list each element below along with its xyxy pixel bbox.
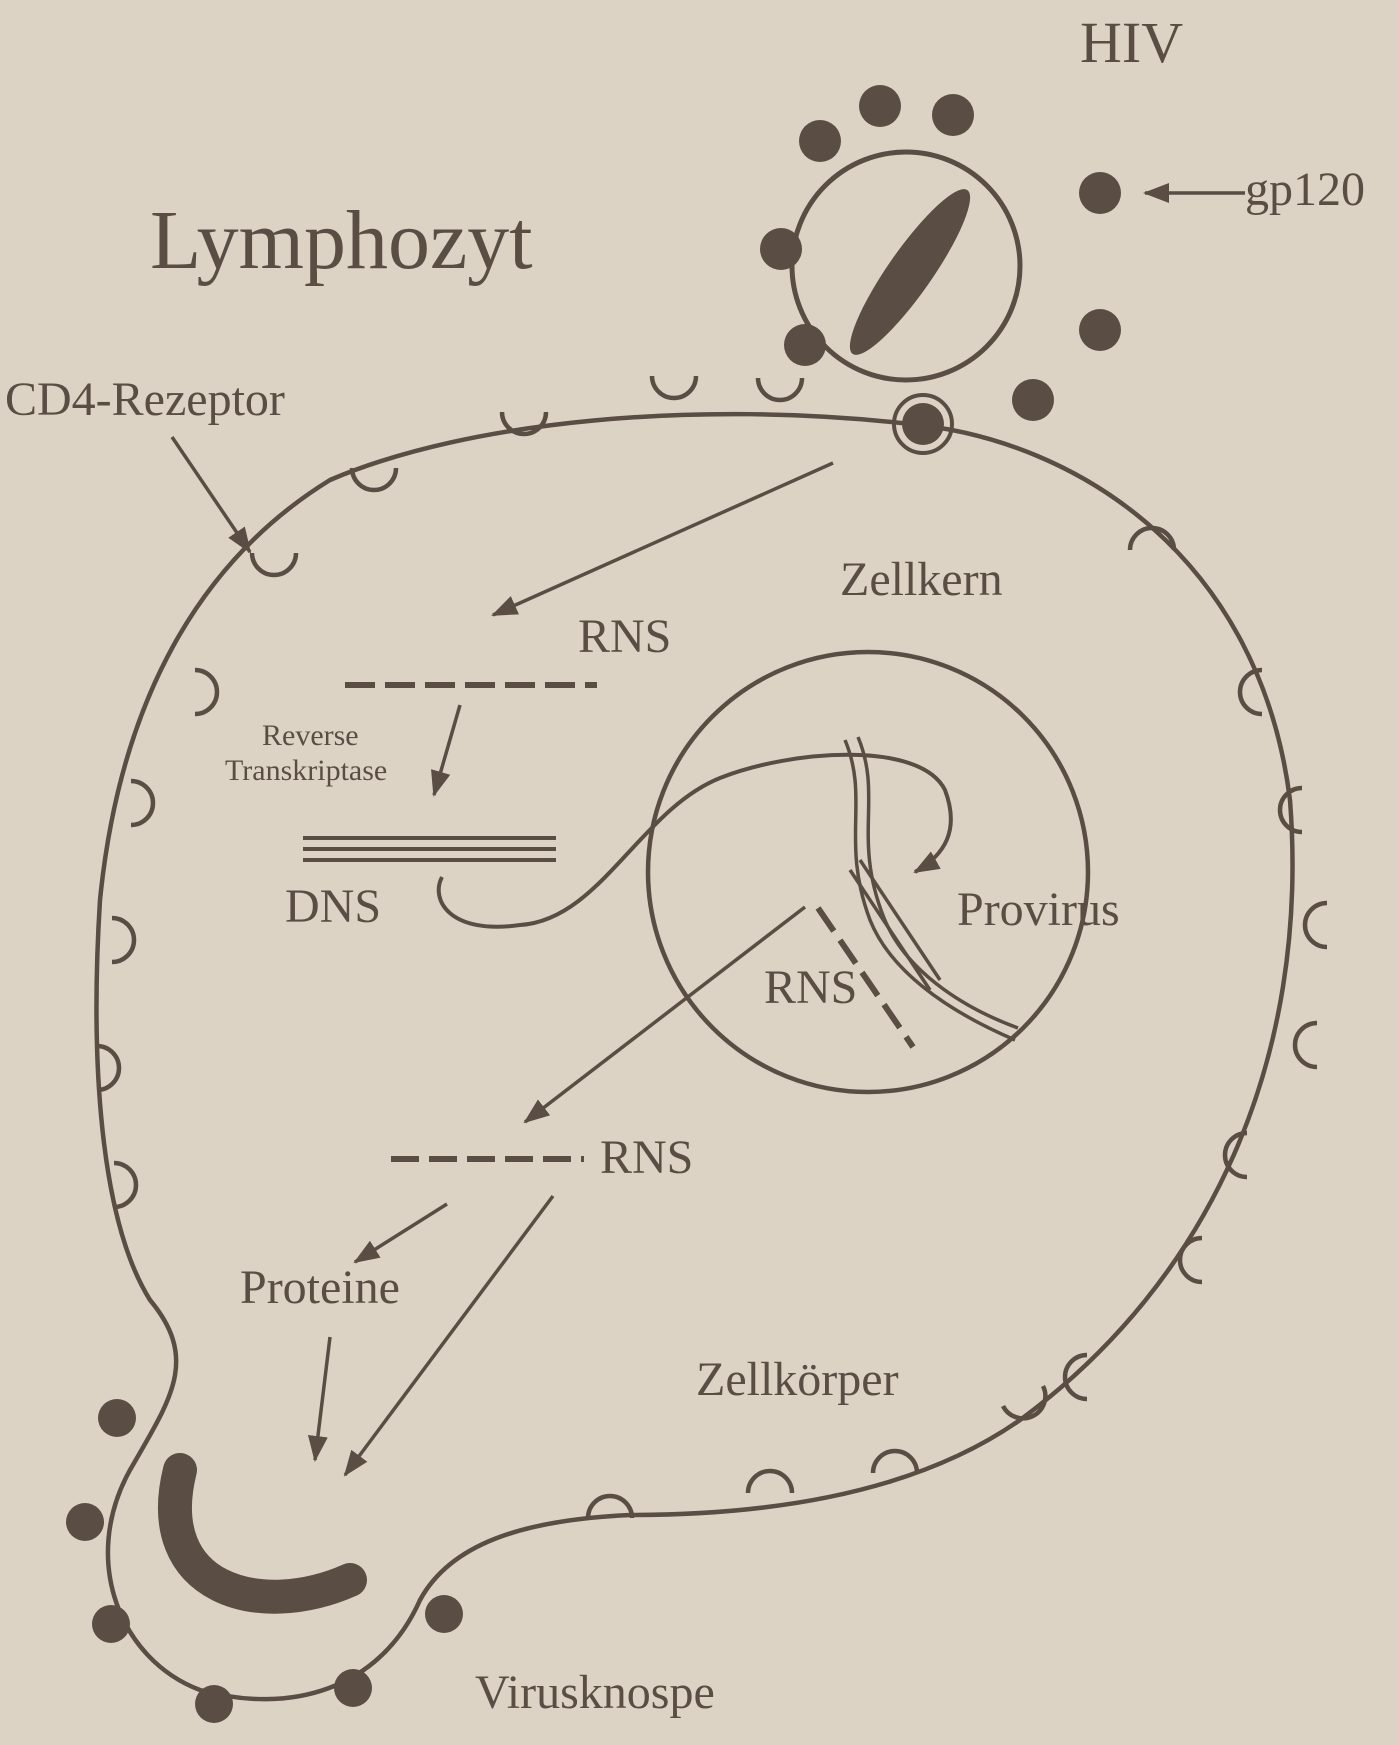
provirus-label: Provirus: [957, 883, 1120, 936]
cd4-receptor: [131, 781, 153, 825]
proteins-label: Proteine: [240, 1261, 400, 1314]
provirus-segment: [850, 860, 940, 990]
cell-body-label: Zellkörper: [696, 1353, 899, 1406]
bud-spikes: [66, 1399, 463, 1723]
cd4-receptor: [352, 468, 396, 490]
nucleus-label: Zellkern: [840, 553, 1003, 606]
bud-spike: [334, 1669, 372, 1707]
virus-bud-label: Virusknospe: [475, 1666, 715, 1719]
cd4-receptor: [758, 378, 802, 400]
cd4-receptor: [873, 1451, 917, 1473]
gp120-spike: [784, 324, 826, 366]
dna-transport-path: [439, 755, 951, 927]
cd4-receptor: [195, 670, 217, 714]
cd4-receptor: [1003, 1386, 1045, 1418]
cd4-receptor: [114, 1163, 136, 1207]
arrow-entry-rns: [493, 463, 833, 615]
cell-membrane: [97, 414, 1293, 1699]
bud-spike: [425, 1595, 463, 1633]
hiv-label: HIV: [1080, 10, 1183, 75]
rns-top-label: RNS: [578, 610, 671, 663]
cd4-receptor: [1180, 1238, 1202, 1282]
arrow-proteins-to-bud: [315, 1337, 330, 1460]
gp120-spike: [902, 403, 944, 445]
cd4-receptor: [1295, 1023, 1317, 1067]
cd4-receptor: [252, 553, 296, 575]
cd4-receptor: [112, 918, 134, 962]
rns-nucleus-label: RNS: [764, 961, 857, 1014]
cd4-receptors: [97, 376, 1327, 1518]
bud-spike: [98, 1399, 136, 1437]
cd4-receptor: [652, 376, 696, 398]
gp120-spike: [1012, 379, 1054, 421]
gp120-spike: [1079, 172, 1121, 214]
dns-label: DNS: [285, 880, 381, 933]
cd4-receptor: [748, 1471, 792, 1493]
arrow-cd4-receptor: [172, 437, 250, 552]
arrow-rns-to-bud: [345, 1196, 553, 1475]
reverse-transcriptase-label-2: Transkriptase: [225, 754, 387, 787]
cd4-receptor: [1305, 903, 1327, 947]
bud-spike: [195, 1685, 233, 1723]
gp120-spike: [760, 228, 802, 270]
dna-strand: [303, 838, 556, 860]
reverse-transcriptase-label-1: Reverse: [262, 719, 359, 752]
gp120-spike: [1079, 309, 1121, 351]
gp120-spike: [799, 120, 841, 162]
rns-bottom-label: RNS: [600, 1131, 693, 1184]
gp120-spike: [859, 85, 901, 127]
gp120-spike: [932, 94, 974, 136]
virus-bud: [66, 1399, 463, 1723]
gp120-label: gp120: [1245, 163, 1365, 216]
arrow-reverse-transcriptase: [434, 705, 460, 795]
hiv-virion: [760, 85, 1121, 453]
arrow-rns-export: [525, 907, 805, 1122]
bud-spike: [92, 1605, 130, 1643]
virus-core: [835, 177, 986, 366]
bud-spike: [66, 1503, 104, 1541]
cd4-receptor-label: CD4-Rezeptor: [5, 373, 285, 426]
arrow-to-proteins: [355, 1204, 447, 1262]
lymphocyte-label: Lymphozyt: [150, 194, 533, 287]
bud-core: [175, 1470, 350, 1597]
